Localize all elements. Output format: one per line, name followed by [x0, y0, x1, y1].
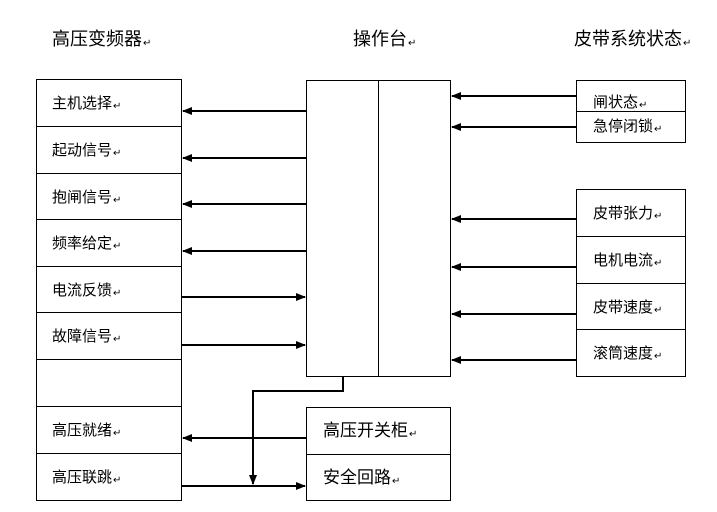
heading-console-text: 操作台 [353, 29, 407, 50]
belt-status-cell: 电机电流↵ [576, 236, 686, 284]
inverter-signal-cell: 高压联跳↵ [36, 453, 182, 501]
belt-status-label: 电机电流 [593, 251, 654, 269]
heading-inverter: 高压变频器↵ [52, 29, 151, 51]
paragraph-mark-icon: ↵ [683, 38, 692, 49]
inverter-signal-label: 起动信号 [52, 141, 113, 159]
safety-loop-cell: 安全回路↵ [306, 454, 451, 501]
paragraph-mark-icon: ↵ [113, 428, 122, 439]
hv-switchgear-title: 高压开关柜 [323, 421, 408, 441]
belt-status-label: 皮带速度 [593, 298, 654, 316]
inverter-signal-label: 高压联跳 [52, 468, 113, 486]
paragraph-mark-icon: ↵ [409, 429, 418, 440]
inverter-signal-cell: 起动信号↵ [36, 126, 182, 174]
heading-inverter-text: 高压变频器 [52, 29, 142, 50]
inverter-signal-label: 高压就绪 [52, 421, 113, 439]
inverter-signal-label: 主机选择 [52, 94, 113, 112]
inverter-signal-cell: 故障信号↵ [36, 312, 182, 360]
paragraph-mark-icon: ↵ [654, 258, 663, 269]
belt-status-group-1: 闸状态↵ 急停闭锁↵ [576, 80, 686, 143]
arrow-console-to-safety-loop [249, 377, 344, 485]
paragraph-mark-icon: ↵ [654, 351, 663, 362]
paragraph-mark-icon: ↵ [143, 38, 152, 49]
belt-status-cell: 闸状态↵ [576, 80, 686, 112]
inverter-signal-table: 主机选择↵ 起动信号↵ 抱闸信号↵ 频率给定↵ 电流反馈↵ 故障信号↵ 高压就绪… [36, 79, 182, 501]
paragraph-mark-icon: ↵ [639, 100, 648, 111]
paragraph-mark-icon: ↵ [654, 124, 663, 135]
paragraph-mark-icon: ↵ [113, 334, 122, 345]
belt-status-group-2: 皮带张力↵ 电机电流↵ 皮带速度↵ 滚筒速度↵ [576, 189, 686, 377]
paragraph-mark-icon: ↵ [113, 288, 122, 299]
inverter-signal-cell: 电流反馈↵ [36, 266, 182, 313]
inverter-signal-label: 故障信号 [52, 327, 113, 345]
belt-status-cell: 急停闭锁↵ [576, 111, 686, 143]
heading-console: 操作台↵ [353, 29, 416, 51]
belt-status-cell: 滚筒速度↵ [576, 329, 686, 377]
belt-status-label: 急停闭锁 [593, 117, 654, 135]
paragraph-mark-icon: ↵ [113, 475, 122, 486]
belt-status-cell: 皮带速度↵ [576, 283, 686, 330]
inverter-signal-label: 频率给定 [52, 234, 113, 252]
paragraph-mark-icon: ↵ [392, 476, 401, 487]
belt-status-label: 闸状态 [593, 93, 639, 111]
paragraph-mark-icon: ↵ [113, 101, 122, 112]
hv-switchgear-cell: 高压开关柜↵ [306, 407, 451, 455]
heading-belt-status: 皮带系统状态↵ [574, 29, 691, 51]
inverter-signal-cell: 抱闸信号↵ [36, 173, 182, 220]
paragraph-mark-icon: ↵ [113, 148, 122, 159]
heading-belt-status-text: 皮带系统状态 [574, 29, 682, 50]
paragraph-mark-icon: ↵ [113, 195, 122, 206]
paragraph-mark-icon: ↵ [408, 38, 417, 49]
inverter-signal-label: 抱闸信号 [52, 188, 113, 206]
belt-status-label: 皮带张力 [593, 204, 654, 222]
paragraph-mark-icon: ↵ [654, 211, 663, 222]
belt-status-label: 滚筒速度 [593, 344, 654, 362]
safety-loop-label: 安全回路 [323, 468, 391, 488]
paragraph-mark-icon: ↵ [113, 241, 122, 252]
hv-switchgear-table: 高压开关柜↵ 安全回路↵ [306, 407, 451, 501]
console-panel-divider [378, 80, 379, 376]
inverter-signal-label: 电流反馈 [52, 281, 113, 299]
paragraph-mark-icon: ↵ [654, 305, 663, 316]
